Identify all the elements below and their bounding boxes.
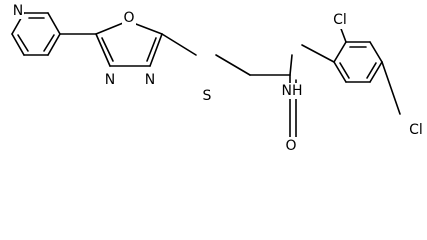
bond [11,33,25,56]
bond [333,41,347,63]
bond [47,33,61,56]
atom-label-carbonyl-o: O [285,138,296,154]
pyridine-ring [11,12,61,56]
bond-oxadiazole-s [161,33,197,56]
bond [369,41,383,63]
atom-label-pyridine-n: N [13,3,23,19]
bond-carbonyl-nh [289,54,293,76]
bond [95,33,111,67]
atom-label-oxadiazole-o: O [123,10,134,26]
atom-label-amide-nh: NH [282,83,303,99]
bond-ring-cl-right [381,61,401,115]
atom-label-oxadiazole-n-left: N [105,72,115,88]
atom-labels: N O N N S NH O Cl Cl [12,3,427,155]
molecule-structure-diagram: N O N N S NH O Cl Cl [11,3,427,155]
bond [47,12,61,35]
atom-label-oxadiazole-n-right: N [145,72,155,88]
double-bond-inner [366,62,377,79]
atom-label-cl-top: Cl [333,12,347,28]
bond [149,33,163,67]
bond [333,61,347,83]
double-bond-inner [146,37,157,62]
double-bond-inner [17,34,29,52]
double-bond-inner [101,37,114,62]
atom-label-cl-right: Cl [409,122,423,138]
bond-s-ch2 [215,54,251,76]
double-bond-inner [43,34,55,52]
double-bond-inner [339,62,350,79]
bond [369,61,383,83]
bond-nh-phenyl [301,44,335,63]
oxadiazole-ring [95,20,163,67]
dichlorophenyl-ring [333,41,383,83]
atom-label-thioether-s: S [203,88,212,104]
